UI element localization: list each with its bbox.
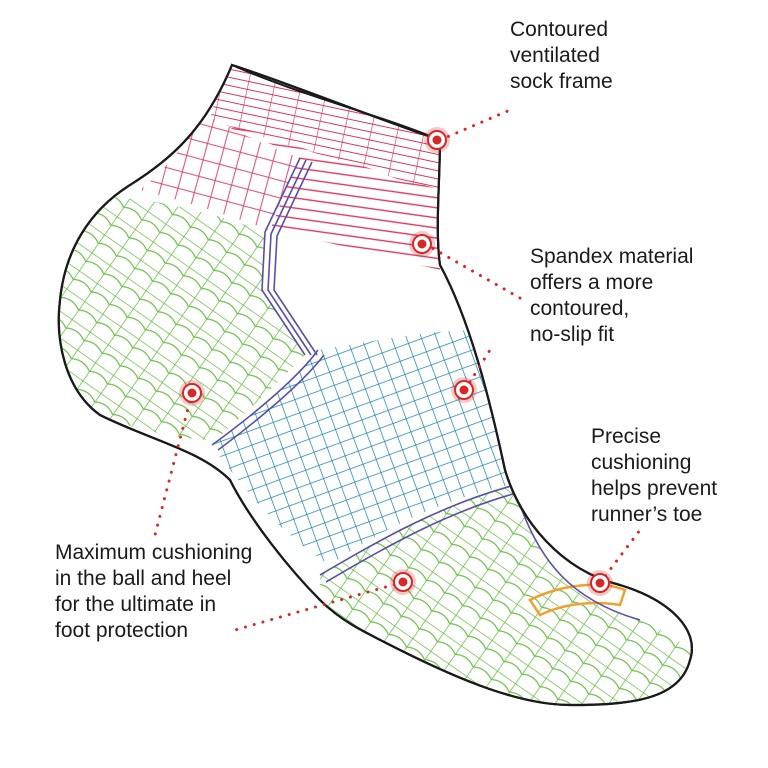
heel-upper-mesh xyxy=(140,110,300,230)
arch-mesh xyxy=(212,330,510,565)
seam-lines xyxy=(211,157,641,621)
callout-spandex: Spandex material offers a more contoured… xyxy=(530,244,693,348)
callout-line: Spandex material xyxy=(530,245,694,268)
marker-spandex-lower xyxy=(451,377,477,403)
markers xyxy=(179,127,613,596)
callout-line: helps prevent xyxy=(591,477,718,500)
leader-frame xyxy=(438,108,512,142)
leader-spandex-upper xyxy=(423,242,522,300)
callout-line: no-slip fit xyxy=(530,323,615,346)
callout-line: contoured, xyxy=(530,297,630,320)
heel-mesh xyxy=(58,196,305,440)
callout-line: runner’s toe xyxy=(591,503,703,526)
callout-max-cushioning: Maximum cushioning in the ball and heel … xyxy=(55,540,252,644)
toe-accent xyxy=(528,583,627,617)
callout-line: foot protection xyxy=(55,619,189,642)
callout-line: Maximum cushioning xyxy=(55,541,253,564)
marker-heel xyxy=(179,380,205,406)
marker-frame xyxy=(424,127,450,153)
callout-line: Contoured xyxy=(510,18,609,41)
callout-line: offers a more xyxy=(530,271,654,294)
marker-spandex-upper xyxy=(409,231,435,257)
upper-band xyxy=(205,115,440,270)
callout-line: Precise xyxy=(591,425,662,448)
callout-line: for the ultimate in xyxy=(55,593,217,616)
callout-line: in the ball and heel xyxy=(55,567,232,590)
leader-heel xyxy=(153,391,194,537)
callout-line: cushioning xyxy=(591,451,692,474)
callout-line: ventilated xyxy=(510,44,600,67)
callout-line: sock frame xyxy=(510,70,613,93)
leader-ball xyxy=(233,580,405,632)
marker-ball xyxy=(390,569,416,595)
callout-runners-toe: Precise cushioning helps prevent runner’… xyxy=(591,424,717,528)
leader-toe xyxy=(598,528,642,585)
marker-toe xyxy=(587,570,613,596)
callout-sock-frame: Contoured ventilated sock frame xyxy=(510,17,613,95)
cuff-ribbing xyxy=(210,65,445,195)
